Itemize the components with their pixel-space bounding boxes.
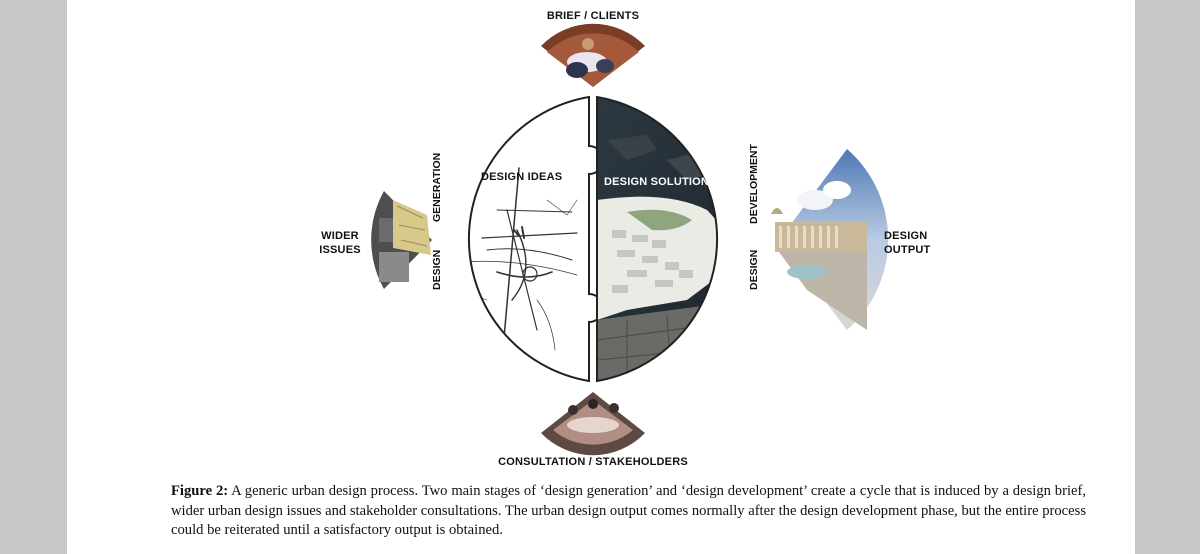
wider-issues-line1: WIDER xyxy=(310,229,370,243)
wider-issues-label: WIDER ISSUES xyxy=(310,229,370,257)
design-solutions-aerial xyxy=(587,90,747,390)
consultation-photo xyxy=(541,392,645,455)
design-output-line2: OUTPUT xyxy=(884,243,944,257)
caption-text: A generic urban design process. Two main… xyxy=(171,483,1086,538)
figure-caption: Figure 2: A generic urban design process… xyxy=(171,482,1086,541)
design-output-label: DESIGN OUTPUT xyxy=(884,229,944,257)
wider-issues-line2: ISSUES xyxy=(310,243,370,257)
wider-issues-photo xyxy=(371,191,432,289)
design-output-photo xyxy=(771,149,888,330)
consultation-stakeholders-label: CONSULTATION / STAKEHOLDERS xyxy=(471,456,715,468)
design-development-label-development: DEVELOPMENT xyxy=(748,144,760,224)
design-generation-label-generation: GENERATION xyxy=(431,153,443,222)
design-solutions-label: DESIGN SOLUTIONS xyxy=(604,176,717,188)
design-output-line1: DESIGN xyxy=(884,229,944,243)
design-cycle-diagram xyxy=(67,0,1135,554)
design-generation-label-design: DESIGN xyxy=(431,250,443,290)
design-development-label-design: DESIGN xyxy=(748,250,760,290)
figure-label: Figure 2: xyxy=(171,483,228,499)
page: BRIEF / CLIENTS CONSULTATION / STAKEHOLD… xyxy=(67,0,1135,554)
brief-clients-photo xyxy=(541,24,645,87)
brief-clients-label: BRIEF / CLIENTS xyxy=(525,10,661,22)
design-ideas-label: DESIGN IDEAS xyxy=(481,171,562,183)
design-ideas-sketch xyxy=(462,97,603,381)
